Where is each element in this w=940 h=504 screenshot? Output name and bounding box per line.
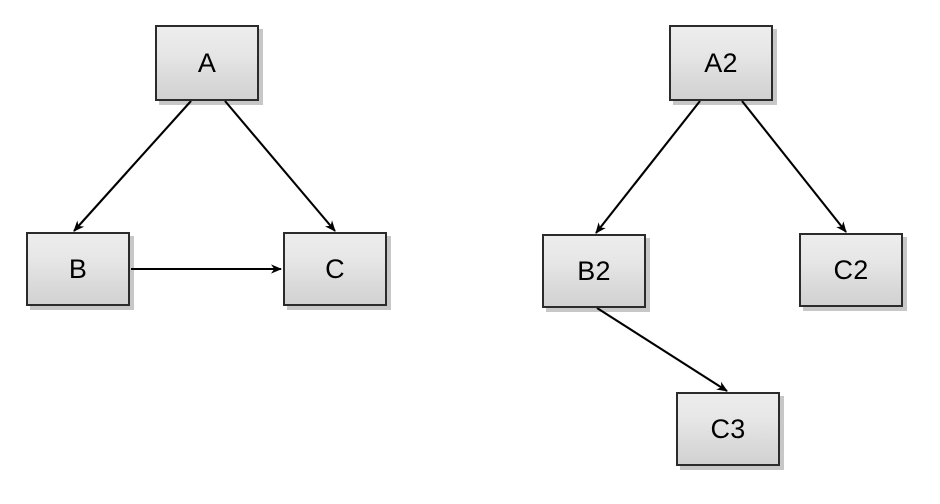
node-label-b2: B2 — [577, 255, 611, 286]
node-b[interactable]: B — [26, 232, 130, 306]
node-label-c2: C2 — [833, 254, 869, 285]
edge-b2-to-c3 — [596, 307, 728, 392]
node-c2[interactable]: C2 — [799, 233, 903, 307]
node-label-c: C — [325, 253, 345, 284]
node-c[interactable]: C — [283, 232, 387, 306]
edge-a-to-b — [73, 100, 192, 232]
node-a[interactable]: A — [155, 25, 259, 101]
node-c3[interactable]: C3 — [676, 392, 780, 466]
node-label-c3: C3 — [710, 413, 746, 444]
edge-a2-to-b2 — [595, 100, 701, 234]
node-b2[interactable]: B2 — [542, 234, 646, 308]
edge-a2-to-c2 — [741, 100, 847, 233]
node-label-b: B — [68, 253, 88, 284]
node-label-a2: A2 — [704, 47, 738, 78]
node-a2[interactable]: A2 — [669, 25, 773, 101]
edge-a-to-c — [224, 100, 336, 232]
node-label-a: A — [197, 47, 217, 78]
